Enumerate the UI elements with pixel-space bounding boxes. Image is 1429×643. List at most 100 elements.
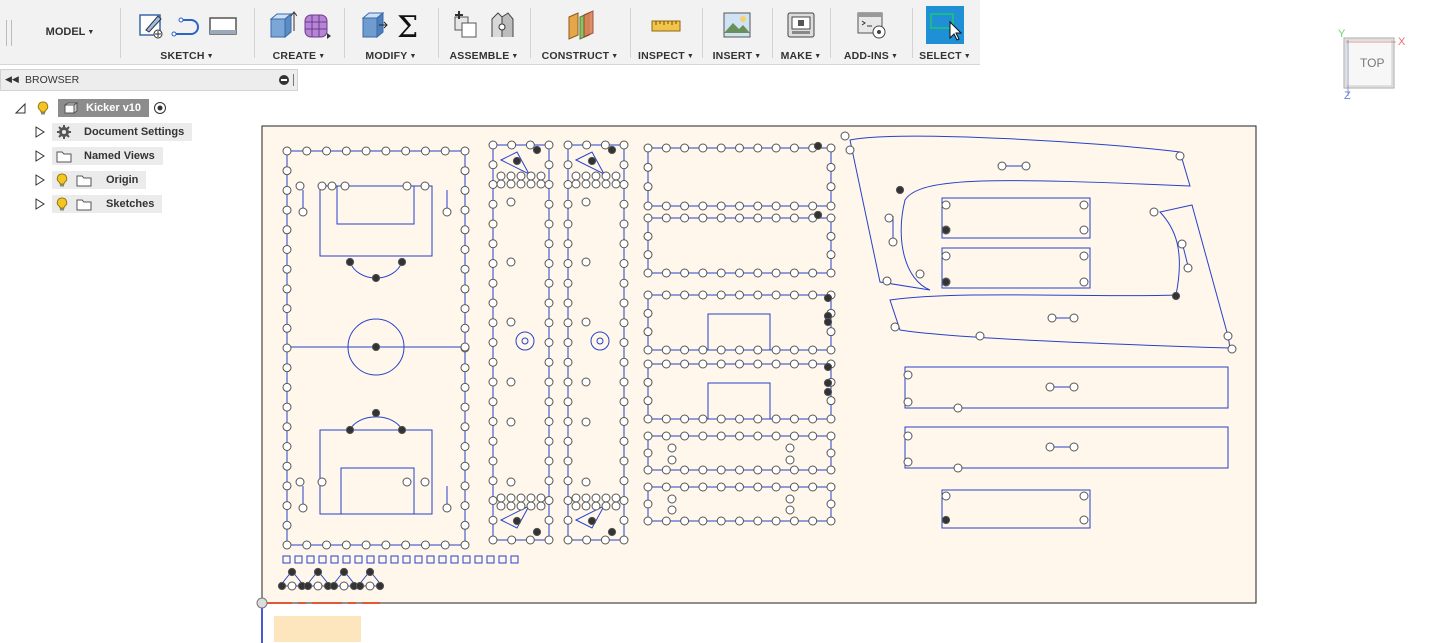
sketch-point[interactable] <box>506 317 516 327</box>
sketch-point[interactable] <box>532 145 542 155</box>
sketch-point[interactable] <box>460 461 470 471</box>
sketch-profile[interactable] <box>304 570 332 587</box>
sketch-point[interactable] <box>619 199 629 209</box>
sketch-point[interactable] <box>536 179 546 189</box>
sketch-point[interactable] <box>563 318 573 328</box>
browser-item-named-views[interactable]: Named Views <box>34 146 163 166</box>
sketch-point[interactable] <box>402 477 412 487</box>
sketch-point[interactable] <box>526 493 536 503</box>
sketch-point[interactable] <box>329 581 339 591</box>
sketch-point[interactable] <box>611 179 621 189</box>
expand-triangle-icon[interactable] <box>34 198 46 210</box>
sketch-point[interactable] <box>282 245 292 254</box>
sketch-point[interactable] <box>361 146 371 156</box>
sketch-point[interactable] <box>298 503 308 513</box>
sketch-point[interactable] <box>581 477 591 487</box>
sketch-point[interactable] <box>581 417 591 427</box>
sketch-point[interactable] <box>544 298 554 308</box>
sketch-circle[interactable] <box>590 331 610 351</box>
sketch-point[interactable] <box>563 357 573 367</box>
sketch-point[interactable] <box>341 146 351 156</box>
sketch-point[interactable] <box>884 213 894 223</box>
sketch-peg[interactable] <box>402 555 411 564</box>
sketch-point[interactable] <box>823 362 833 372</box>
sketch-point[interactable] <box>420 540 430 550</box>
sketch-point[interactable] <box>753 482 763 492</box>
sketch-rect[interactable] <box>567 144 625 541</box>
sketch-point[interactable] <box>941 251 951 261</box>
sketch-point[interactable] <box>667 505 677 515</box>
sketch-point[interactable] <box>581 197 591 207</box>
sketch-point[interactable] <box>544 436 554 446</box>
activate-radio-icon[interactable] <box>153 101 167 115</box>
sketch-point[interactable] <box>536 493 546 503</box>
sketch-point[interactable] <box>506 171 516 181</box>
sketch-point[interactable] <box>488 180 498 189</box>
sketch-point[interactable] <box>643 143 653 153</box>
3d-print-icon[interactable] <box>785 9 817 41</box>
sketch-point[interactable] <box>1227 344 1237 354</box>
sketch-point[interactable] <box>789 482 799 492</box>
sketch-point[interactable] <box>563 239 573 249</box>
sketch-peg[interactable] <box>306 555 315 564</box>
sketch-point[interactable] <box>488 239 498 249</box>
sketch-point[interactable] <box>643 201 653 211</box>
sketch-point[interactable] <box>680 431 690 441</box>
toolbar-group-add-ins[interactable]: ADD-INS▼ <box>832 0 910 64</box>
sketch-point[interactable] <box>698 143 708 153</box>
sketch-point[interactable] <box>643 327 653 337</box>
sketch-point[interactable] <box>381 540 391 550</box>
sketch-point[interactable] <box>317 477 327 487</box>
sketch-point[interactable] <box>317 181 327 191</box>
sketch-point[interactable] <box>526 501 536 511</box>
sketch-point[interactable] <box>619 456 629 466</box>
sketch-point[interactable] <box>619 436 629 446</box>
sketch-point[interactable] <box>442 503 452 513</box>
sketch-peg[interactable] <box>498 555 507 564</box>
sketch-peg[interactable] <box>462 555 471 564</box>
sketch-point[interactable] <box>282 225 292 235</box>
sketch-point[interactable] <box>544 160 554 170</box>
sketch-point[interactable] <box>680 516 690 526</box>
sketch-point[interactable] <box>808 143 818 153</box>
sketch-point[interactable] <box>643 465 653 475</box>
expand-triangle-icon[interactable] <box>34 150 46 162</box>
sketch-point[interactable] <box>282 382 292 392</box>
sketch-point[interactable] <box>643 308 653 318</box>
sketch-point[interactable] <box>1045 442 1055 452</box>
sketch-point[interactable] <box>789 201 799 211</box>
sketch-point[interactable] <box>826 448 836 458</box>
sketch-point[interactable] <box>365 567 375 577</box>
sketch-point[interactable] <box>313 581 323 591</box>
toolbar-group-make[interactable]: MAKE▼ <box>774 0 828 64</box>
sketch-point[interactable] <box>506 257 516 267</box>
sketch-point[interactable] <box>716 482 726 492</box>
insert-image-icon[interactable] <box>721 9 753 41</box>
sketch-point[interactable] <box>581 179 591 189</box>
sketch-point[interactable] <box>282 461 292 471</box>
sketch-point[interactable] <box>282 304 292 314</box>
sketch-point[interactable] <box>1021 161 1031 171</box>
sketch-point[interactable] <box>303 581 313 591</box>
sketch-point[interactable] <box>282 501 292 511</box>
sketch-point[interactable] <box>282 205 292 215</box>
sketch-point[interactable] <box>903 370 913 380</box>
sketch-point[interactable] <box>661 201 671 211</box>
sketch-point[interactable] <box>661 213 671 223</box>
sketch-point[interactable] <box>506 501 516 511</box>
sketch-point[interactable] <box>440 540 450 550</box>
sketch-point[interactable] <box>953 463 963 473</box>
sketch-peg[interactable] <box>414 555 423 564</box>
sketch-profile[interactable] <box>849 135 1191 291</box>
sketch-point[interactable] <box>826 499 836 509</box>
sketch-point[interactable] <box>287 581 297 591</box>
sketch-point[interactable] <box>507 140 517 150</box>
sketch-point[interactable] <box>420 181 430 191</box>
sketch-point[interactable] <box>544 535 554 545</box>
sketch-point[interactable] <box>460 343 470 353</box>
sketch-point[interactable] <box>619 377 629 387</box>
sketch-point[interactable] <box>753 213 763 223</box>
sketch-point[interactable] <box>375 581 385 591</box>
minimize-icon[interactable] <box>279 75 289 85</box>
sketch-point[interactable] <box>282 323 292 333</box>
